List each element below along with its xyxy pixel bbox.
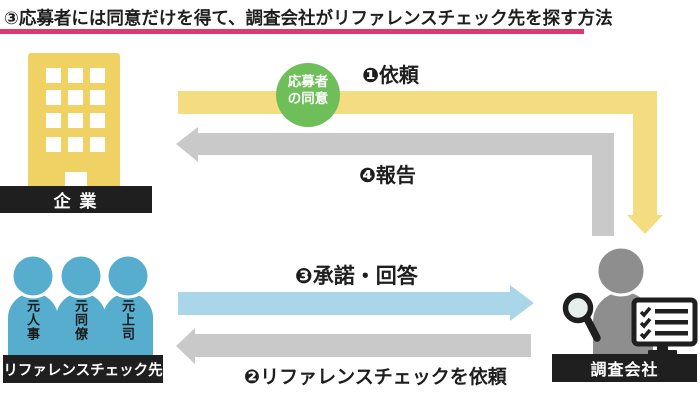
consent-badge-line1: 応募者: [287, 74, 329, 89]
reference-group-icon: [8, 253, 153, 357]
arrow-3-response: [178, 285, 534, 321]
company-building-icon: [28, 53, 120, 190]
member-label-former-colleague: 元同僚: [73, 299, 88, 341]
consent-badge-circle: [276, 63, 340, 127]
company-label-bar: 企 業: [0, 186, 152, 213]
flow-step1-label: ❶依頼: [362, 65, 419, 87]
member-label-former-boss: 元上司: [120, 299, 135, 341]
flow-step2-label: ❷リファレンスチェックを依頼: [244, 367, 507, 388]
magnifier-icon: [562, 292, 601, 342]
agency-label-bar: 調査会社: [552, 354, 697, 382]
consent-badge: 応募者 の同意: [276, 74, 340, 107]
monitor-checklist-icon: [631, 297, 698, 355]
reference-targets-label-bar: リファレンスチェック先: [3, 355, 163, 383]
page-title: ③応募者には同意だけを得て、調査会社がリファレンスチェック先を探す方法: [4, 8, 613, 28]
person-former-hr-icon: [8, 253, 58, 357]
person-former-colleague-icon: [56, 253, 106, 357]
arrow-2-request-check: [176, 328, 531, 364]
consent-badge-line2: の同意: [287, 90, 329, 106]
person-former-boss-icon: [103, 253, 153, 357]
member-label-former-hr: 元人事: [25, 299, 40, 341]
arrow-1-request: [178, 91, 663, 234]
arrow-4-report: [176, 127, 614, 236]
flow-step4-label: ❹報告: [359, 165, 416, 187]
title-underline: [0, 29, 584, 34]
flow-step3-label: ❸承諾・回答: [295, 265, 418, 288]
